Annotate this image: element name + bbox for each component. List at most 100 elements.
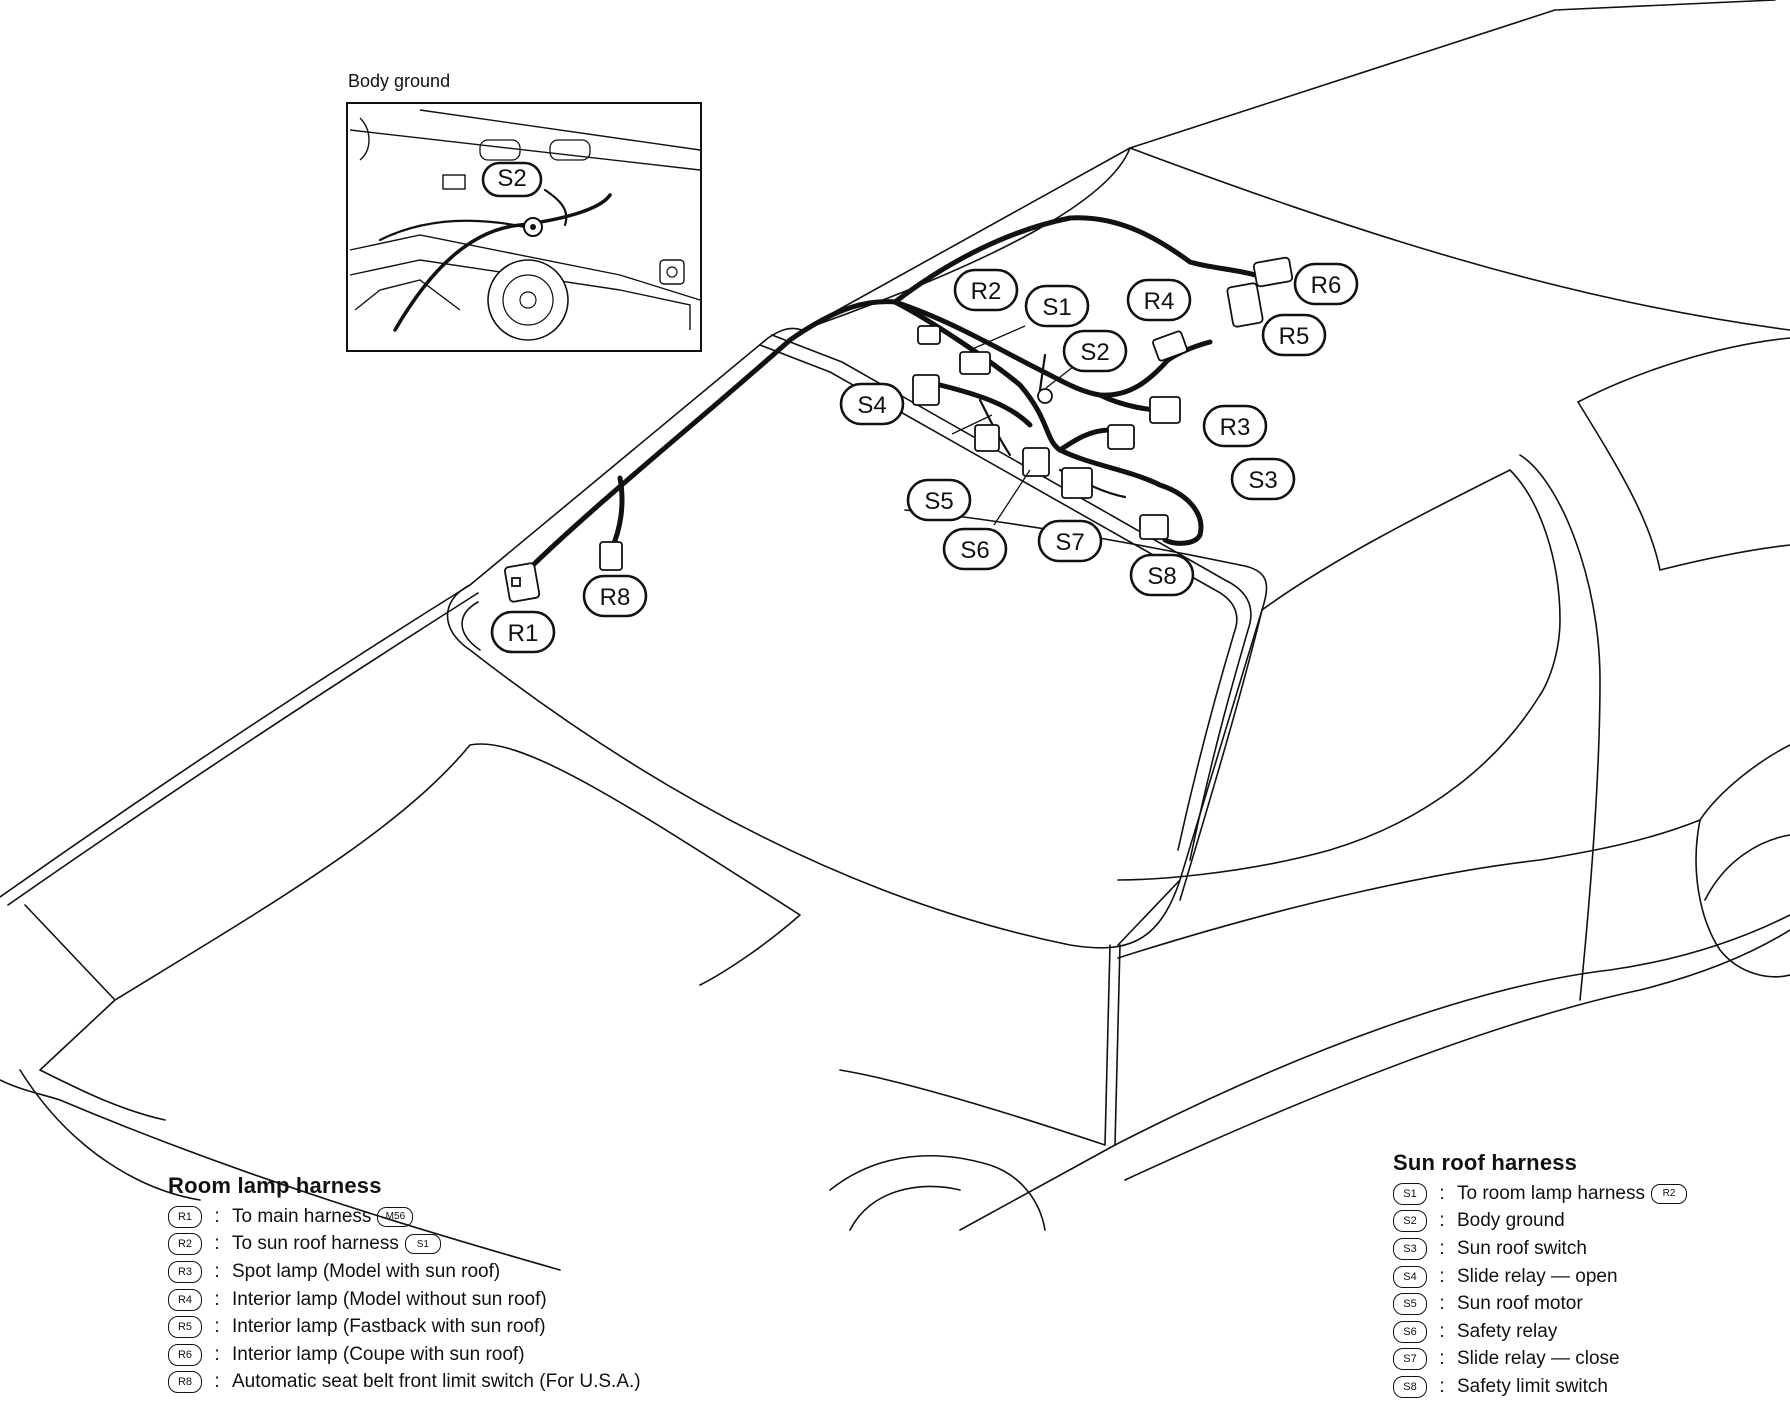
- legend-description: Slide relay — close: [1457, 1348, 1620, 1370]
- inset-title: Body ground: [348, 71, 451, 91]
- legend-code-badge: S3: [1393, 1237, 1427, 1260]
- legend-code-badge: S4: [1393, 1265, 1427, 1288]
- legend-separator: :: [1439, 1293, 1445, 1315]
- callout-s3-text: S3: [1248, 467, 1277, 494]
- roof-rail: [759, 334, 1252, 861]
- legend-description: Safety relay: [1457, 1321, 1557, 1343]
- legend-description-text: Slide relay — open: [1457, 1265, 1618, 1287]
- legend-separator: :: [1439, 1237, 1445, 1259]
- legend-description: Interior lamp (Model without sun roof): [232, 1289, 547, 1311]
- legend-description: Sun roof switch: [1457, 1238, 1587, 1260]
- callout-r2: R2: [953, 268, 1019, 312]
- callout-s7-text: S7: [1055, 529, 1084, 556]
- legend-code-badge: S8: [1393, 1375, 1427, 1398]
- callout-r5: R5: [1261, 313, 1327, 357]
- legend-code-badge: R6: [168, 1343, 202, 1366]
- legend-description: Interior lamp (Coupe with sun roof): [232, 1344, 525, 1366]
- callout-s7: S7: [1037, 519, 1103, 563]
- legend-code-badge: S6: [1393, 1320, 1427, 1343]
- legend-separator: :: [214, 1316, 220, 1338]
- legend-code-badge: R1: [168, 1205, 202, 1228]
- legend-separator: :: [1439, 1348, 1445, 1370]
- legend-item: R8:Automatic seat belt front limit switc…: [168, 1369, 641, 1397]
- callout-s2-text: S2: [1080, 339, 1109, 366]
- legend-reference-badge: S1: [404, 1234, 441, 1255]
- callout-s1-text: S1: [1042, 294, 1071, 321]
- legend-description-text: Body ground: [1457, 1210, 1565, 1232]
- callout-r8-text: R8: [600, 584, 631, 611]
- callout-r3: R3: [1202, 404, 1268, 448]
- callout-s2: S2: [1062, 329, 1128, 373]
- legend-reference-badge: R2: [1650, 1183, 1687, 1204]
- legend-description-text: To room lamp harness: [1457, 1182, 1645, 1204]
- legend-description-text: Sun roof motor: [1457, 1293, 1583, 1315]
- legend-code-badge: S7: [1393, 1348, 1427, 1371]
- legend-description: Slide relay — open: [1457, 1266, 1618, 1288]
- legend-description-text: Interior lamp (Coupe with sun roof): [232, 1343, 525, 1365]
- legend-description: Safety limit switch: [1457, 1376, 1608, 1398]
- legend-description-text: Safety relay: [1457, 1320, 1558, 1342]
- legend-description-text: Interior lamp (Model without sun roof): [232, 1288, 547, 1310]
- legend-description: Sun roof motor: [1457, 1293, 1583, 1315]
- callout-s5: S5: [906, 478, 972, 522]
- callout-r3-text: R3: [1220, 414, 1251, 441]
- callout-r8: R8: [582, 574, 648, 618]
- body-ground-inset: S2: [346, 102, 702, 352]
- legend-separator: :: [1439, 1210, 1445, 1232]
- legend-item: S2: Body ground: [1393, 1208, 1687, 1236]
- car-body-outline: [0, 0, 1790, 1271]
- legend-description: Spot lamp (Model with sun roof): [232, 1261, 500, 1283]
- legend-code-badge: S5: [1393, 1293, 1427, 1316]
- legend-item: R5: Interior lamp (Fastback with sun roof…: [168, 1313, 641, 1341]
- legend-description-text: Interior lamp (Fastback with sun roof): [232, 1316, 546, 1338]
- legend-separator: :: [214, 1343, 220, 1365]
- legend-item: S8: Safety limit switch: [1393, 1373, 1687, 1401]
- legend-code-badge: R5: [168, 1316, 202, 1339]
- legend-separator: :: [214, 1205, 220, 1227]
- callout-r2-text: R2: [971, 278, 1002, 305]
- legend-reference-badge: M56: [377, 1206, 414, 1227]
- legend-item: R6: Interior lamp (Coupe with sun roof): [168, 1341, 641, 1369]
- callout-s6: S6: [942, 527, 1008, 571]
- legend-description-text: Slide relay — close: [1457, 1348, 1620, 1370]
- callout-s5-text: S5: [924, 488, 953, 515]
- legend-separator: :: [1439, 1265, 1445, 1287]
- callout-r6: R6: [1293, 262, 1359, 306]
- legend-description-text: Automatic seat belt front limit switch (…: [232, 1371, 641, 1393]
- legend-item: S3: Sun roof switch: [1393, 1235, 1687, 1263]
- legend-description-text: Sun roof switch: [1457, 1237, 1587, 1259]
- callout-s4: S4: [839, 382, 905, 426]
- legend-separator: :: [214, 1233, 220, 1255]
- room-lamp-legend-title: Room lamp harness: [168, 1173, 382, 1198]
- legend-separator: :: [214, 1260, 220, 1282]
- legend-code-badge: R3: [168, 1260, 202, 1283]
- callout-s3: S3: [1230, 457, 1296, 501]
- callout-s8: S8: [1129, 553, 1195, 597]
- callout-r5-text: R5: [1279, 323, 1310, 350]
- callout-r4: R4: [1126, 278, 1192, 322]
- legend-separator: :: [1439, 1375, 1445, 1397]
- inset-callout-s2-text: S2: [497, 165, 526, 192]
- legend-item: S5: Sun roof motor: [1393, 1290, 1687, 1318]
- legend-description: Interior lamp (Fastback with sun roof): [232, 1316, 546, 1338]
- legend-code-badge: R4: [168, 1288, 202, 1311]
- legend-item: R3: Spot lamp (Model with sun roof): [168, 1258, 641, 1286]
- legend-code-badge: R2: [168, 1233, 202, 1256]
- callout-s4-text: S4: [857, 392, 886, 419]
- legend-description-text: Safety limit switch: [1457, 1375, 1608, 1397]
- callout-s8-text: S8: [1147, 563, 1176, 590]
- callout-s6-text: S6: [960, 537, 989, 564]
- legend-code-badge: S1: [1393, 1182, 1427, 1205]
- legend-separator: :: [1439, 1182, 1445, 1204]
- sun-roof-legend-title: Sun roof harness: [1393, 1150, 1578, 1175]
- legend-separator: :: [1439, 1320, 1445, 1342]
- legend-separator: :: [214, 1371, 220, 1393]
- legend-code-badge: S2: [1393, 1210, 1427, 1233]
- callout-s1: S1: [1024, 284, 1090, 328]
